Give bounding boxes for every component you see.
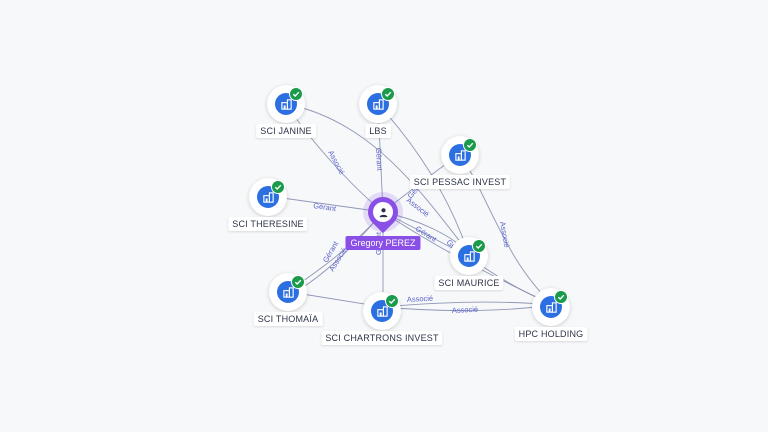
edge-label-theresine-gerant: Gérant <box>313 201 338 213</box>
node-label: SCI MAURICE <box>434 276 504 290</box>
edge-label-maurice-associe: Associé <box>405 195 431 218</box>
verified-check-icon <box>463 138 477 152</box>
person-name-label: Gregory PEREZ <box>345 236 421 250</box>
node-label: SCI THERESINE <box>228 217 308 231</box>
node-label: HPC HOLDING <box>514 327 588 341</box>
verified-check-icon <box>472 239 486 253</box>
edge-theresine-person <box>267 195 384 213</box>
person-icon <box>373 202 393 222</box>
verified-check-icon <box>381 87 395 101</box>
node-label: LBS <box>365 124 391 138</box>
node-label: SCI JANINE <box>256 124 316 138</box>
verified-check-icon <box>554 290 568 304</box>
node-label: SCI PESSAC INVEST <box>409 175 511 189</box>
verified-check-icon <box>271 180 285 194</box>
node-label: SCI THOMAÏA <box>253 312 323 326</box>
verified-check-icon <box>289 87 303 101</box>
edge-label-pessac-hpc-associe: Associé <box>498 221 511 248</box>
verified-check-icon <box>385 294 399 308</box>
verified-check-icon <box>291 275 305 289</box>
edge-label-lbs-gerant: Gérant <box>374 148 384 172</box>
edge-label-chartrons-hpc-associe-2: Associé <box>452 305 479 315</box>
edge-janine-maurice <box>285 103 469 253</box>
edge-label-janine-associe: Associé <box>326 149 346 176</box>
edge-label-chartrons-hpc-associe-1: Associé <box>407 294 434 304</box>
node-label: SCI CHARTRONS INVEST <box>321 331 443 345</box>
